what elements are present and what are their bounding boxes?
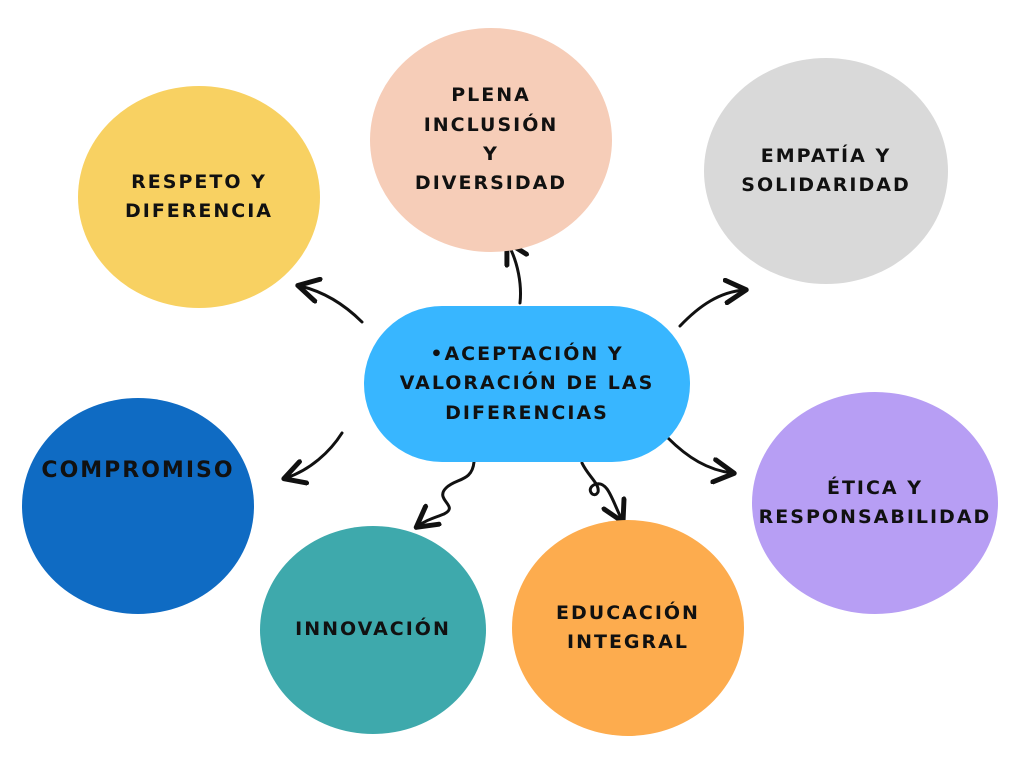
node-etica-label: Ética y responsabilidad (758, 476, 992, 528)
node-compromiso-label: Compromiso (41, 457, 235, 483)
node-respeto-y-diferencia: Respeto y diferencia (78, 86, 320, 308)
arrow-to-empatia (678, 290, 744, 328)
arrow-to-respeto (300, 286, 364, 324)
arrow-to-educacion (580, 461, 622, 520)
node-respeto-label: Respeto y diferencia (124, 170, 274, 222)
central-node-label: •Aceptación y valoración de las diferenc… (399, 342, 655, 424)
central-node: •Aceptación y valoración de las diferenc… (364, 306, 690, 462)
node-innovacion: Innovación (260, 526, 486, 734)
arrow-to-innovacion (418, 460, 476, 526)
arrow-to-inclusion (508, 244, 521, 305)
node-educacion-integral: Educación integral (512, 520, 744, 736)
arrow-to-etica (666, 436, 732, 473)
node-etica-y-responsabilidad: Ética y responsabilidad (752, 392, 998, 614)
node-plena-inclusion: Plena inclusión y diversidad (370, 28, 612, 252)
node-empatia-label: Empatía y solidaridad (741, 144, 911, 196)
node-inclusion-label: Plena inclusión y diversidad (414, 84, 568, 195)
node-educacion-label: Educación integral (556, 601, 700, 653)
node-compromiso: Compromiso (22, 398, 254, 614)
arrow-to-compromiso (286, 431, 344, 478)
node-empatia-y-solidaridad: Empatía y solidaridad (704, 58, 948, 284)
node-innovacion-label: Innovación (295, 618, 451, 641)
